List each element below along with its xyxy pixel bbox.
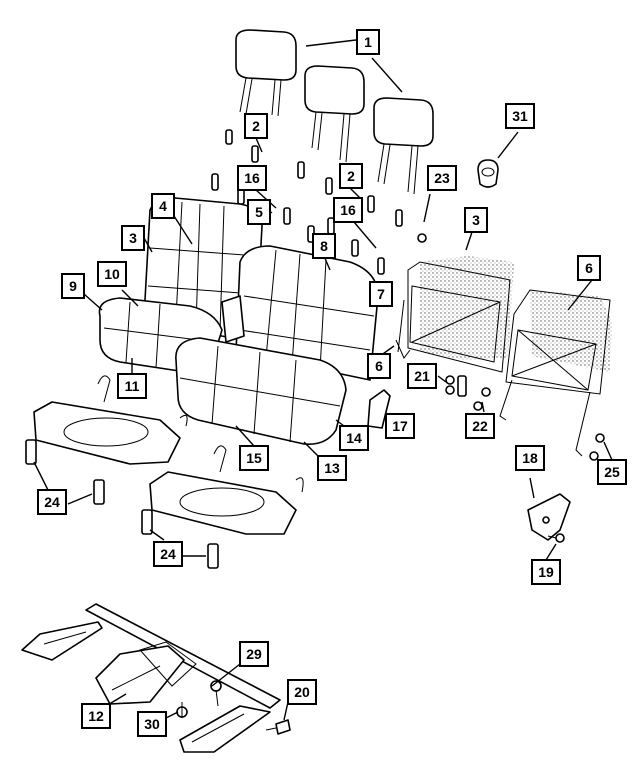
latch-handle <box>527 493 571 541</box>
callout-13: 13 <box>317 455 347 481</box>
seat-frame-left <box>33 375 188 465</box>
svg-text:24: 24 <box>44 494 60 510</box>
svg-text:6: 6 <box>585 260 593 276</box>
mount-nut <box>176 702 188 718</box>
callout-8: 8 <box>312 233 336 259</box>
callout-16-right: 16 <box>333 197 363 223</box>
svg-text:3: 3 <box>129 230 137 246</box>
seat-frame-right <box>149 445 304 535</box>
callout-1: 1 <box>356 29 380 55</box>
svg-text:9: 9 <box>69 278 77 294</box>
callout-3-left: 3 <box>121 225 145 251</box>
svg-text:14: 14 <box>346 430 362 446</box>
headrest-guides <box>211 129 427 275</box>
callout-2-right: 2 <box>339 163 363 189</box>
callout-15: 15 <box>239 445 269 471</box>
svg-text:1: 1 <box>364 34 372 50</box>
callout-2-left: 2 <box>244 113 268 139</box>
svg-text:25: 25 <box>604 464 620 480</box>
callout-19: 19 <box>531 559 561 585</box>
svg-text:7: 7 <box>377 286 385 302</box>
svg-text:13: 13 <box>324 460 340 476</box>
callout-23: 23 <box>427 165 457 191</box>
seatback-frame-right <box>499 289 612 457</box>
svg-text:19: 19 <box>538 564 554 580</box>
callout-7: 7 <box>369 281 393 307</box>
headrest-right <box>373 97 434 195</box>
svg-text:29: 29 <box>246 646 262 662</box>
armrest <box>221 295 245 343</box>
callout-6-left: 6 <box>367 353 391 379</box>
svg-text:12: 12 <box>88 708 104 724</box>
callout-12: 12 <box>81 703 111 729</box>
callout-11: 11 <box>117 373 147 399</box>
hinge-covers <box>25 439 219 569</box>
svg-text:17: 17 <box>392 418 408 434</box>
mount-bolt <box>265 719 291 735</box>
latch-bolt <box>547 533 565 543</box>
fasteners <box>445 375 605 461</box>
seatback-frame-left <box>395 256 514 397</box>
callout-31: 31 <box>505 103 535 129</box>
seat-cushion-right <box>175 337 347 446</box>
callout-14: 14 <box>339 425 369 451</box>
side-trim-panel <box>367 389 391 429</box>
callout-5: 5 <box>247 199 271 225</box>
callout-24-left: 24 <box>37 489 67 515</box>
svg-text:10: 10 <box>104 266 120 282</box>
svg-text:4: 4 <box>159 198 167 214</box>
floor-mount-bracket <box>21 603 281 753</box>
svg-text:2: 2 <box>347 168 355 184</box>
headrest-center <box>304 65 365 163</box>
leader-lines <box>33 39 613 721</box>
svg-text:21: 21 <box>414 368 430 384</box>
svg-text:18: 18 <box>522 450 538 466</box>
callout-6-right: 6 <box>577 255 601 281</box>
svg-text:8: 8 <box>320 238 328 254</box>
headrest-left <box>235 29 297 117</box>
svg-text:20: 20 <box>294 684 310 700</box>
svg-text:31: 31 <box>512 108 528 124</box>
callout-4: 4 <box>151 193 175 219</box>
svg-text:15: 15 <box>246 450 262 466</box>
svg-text:3: 3 <box>472 212 480 228</box>
svg-text:5: 5 <box>255 204 263 220</box>
bracket-bolt <box>210 680 222 707</box>
callout-9: 9 <box>61 273 85 299</box>
svg-text:6: 6 <box>375 358 383 374</box>
callout-21: 21 <box>407 363 437 389</box>
callout-22: 22 <box>465 413 495 439</box>
callout-25: 25 <box>597 459 627 485</box>
svg-text:30: 30 <box>144 716 160 732</box>
callout-16-left: 16 <box>237 165 267 191</box>
release-knob <box>477 159 499 188</box>
svg-text:22: 22 <box>472 418 488 434</box>
svg-text:16: 16 <box>244 170 260 186</box>
callout-20: 20 <box>287 679 317 705</box>
callout-3-right: 3 <box>464 207 488 233</box>
svg-text:23: 23 <box>434 170 450 186</box>
callout-24-right: 24 <box>153 541 183 567</box>
svg-text:11: 11 <box>125 378 140 394</box>
svg-text:2: 2 <box>252 118 260 134</box>
svg-text:16: 16 <box>340 202 356 218</box>
callout-17: 17 <box>385 413 415 439</box>
svg-text:24: 24 <box>160 546 176 562</box>
callout-29: 29 <box>239 641 269 667</box>
callout-18: 18 <box>515 445 545 471</box>
callout-10: 10 <box>97 261 127 287</box>
callout-30: 30 <box>137 711 167 737</box>
